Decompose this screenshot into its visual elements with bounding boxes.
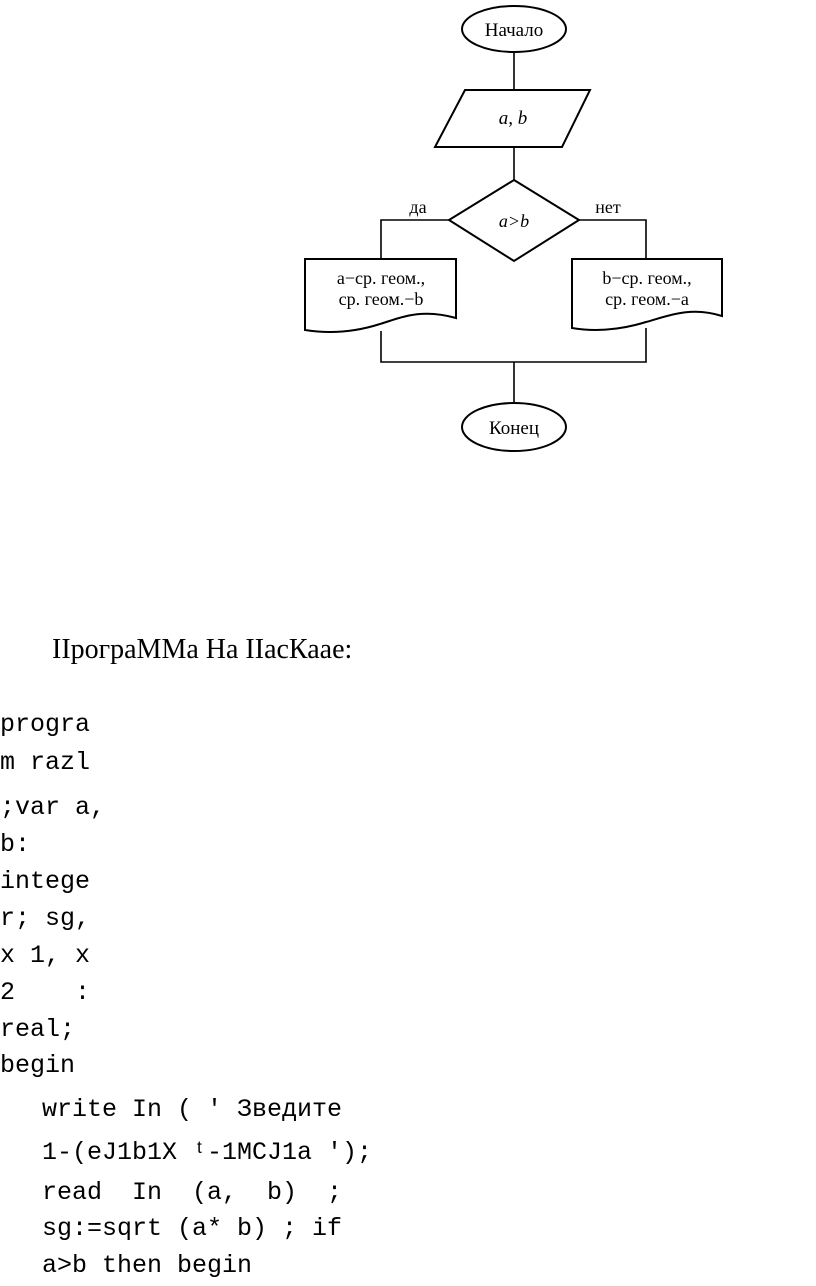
- no-label: нет: [595, 197, 621, 217]
- right-output-line2: ср. геом.−a: [605, 289, 689, 309]
- start-terminator: [461, 5, 567, 53]
- code-line: 1-(eJ1b1X ᵗ-1MCJ1a ');: [12, 1138, 373, 1167]
- end-label: Конец: [489, 418, 539, 439]
- start-label: Начало: [485, 20, 544, 41]
- code-line: r; sg,: [0, 904, 91, 933]
- connector-yes-branch: [380, 219, 449, 259]
- code-line: real;: [0, 1015, 76, 1044]
- code-line: b:: [0, 830, 31, 859]
- code-line: sg:=sqrt (a* b) ; if: [12, 1214, 343, 1243]
- input-label: a, b: [499, 108, 528, 129]
- code-line: begin: [0, 1051, 76, 1080]
- end-terminator: [461, 402, 567, 452]
- code-line: read In (a, b) ;: [12, 1178, 343, 1207]
- condition-label: a>b: [499, 211, 529, 231]
- connector-no-branch: [579, 219, 647, 259]
- code-line: write In ( ' Зведите: [12, 1095, 343, 1124]
- left-output-line2: ср. геом.−b: [339, 289, 424, 309]
- flowchart: Начало a, b a>b да нет a−ср. геом., ср. …: [304, 5, 723, 452]
- code-line: ;var a,: [0, 793, 106, 822]
- code-line: x 1, x: [0, 941, 91, 970]
- condition-diamond: [447, 178, 581, 263]
- code-line: progra: [0, 710, 91, 739]
- right-output-line1: b−ср. геом.,: [602, 268, 691, 288]
- code-line: m razl: [0, 748, 91, 777]
- connector-merge: [380, 328, 647, 363]
- program-heading: IIрограММа На IIасКаае:: [52, 634, 353, 665]
- flowchart-connectors: [380, 52, 647, 402]
- code-line: intege: [0, 867, 91, 896]
- yes-label: да: [409, 197, 426, 217]
- code-line: a>b then begin: [12, 1251, 253, 1280]
- left-output-line1: a−ср. геом.,: [337, 268, 425, 288]
- input-parallelogram: [433, 89, 592, 148]
- right-output-document: [571, 258, 723, 331]
- left-output-document: [304, 258, 457, 333]
- code-line: 2 :: [0, 978, 91, 1007]
